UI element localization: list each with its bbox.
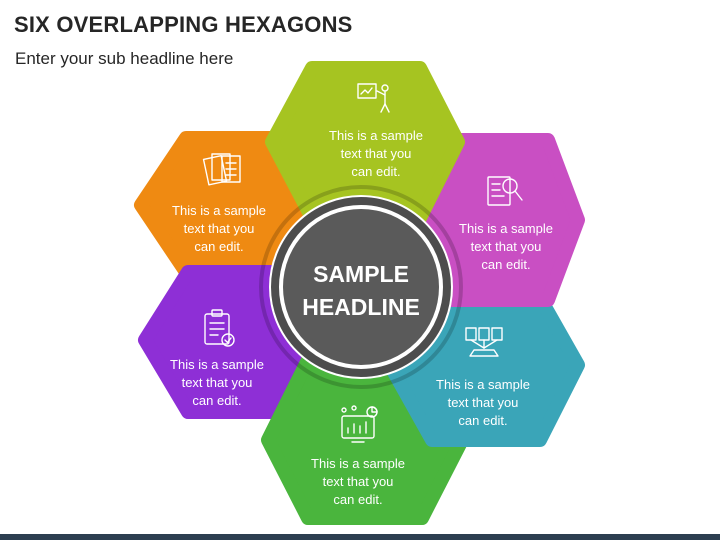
center-hub[interactable]: SAMPLE HEADLINE	[259, 185, 463, 389]
presentation-icon	[357, 83, 390, 113]
center-dark-ring	[271, 197, 451, 377]
segment-bottom-line2: text that you	[323, 474, 394, 489]
segment-bottom-line1: This is a sample	[311, 456, 405, 471]
segment-top-line1: This is a sample	[329, 128, 423, 143]
segment-lower-left-line2: text that you	[182, 375, 253, 390]
segment-upper-right-line2: text that you	[471, 239, 542, 254]
center-circle	[283, 209, 439, 365]
center-headline-line1: SAMPLE	[313, 261, 409, 287]
document-search-icon	[487, 176, 523, 206]
segment-lower-left-line3: can edit.	[192, 393, 241, 408]
page-subtitle: Enter your sub headline here	[15, 49, 234, 68]
segment-upper-left-line3: can edit.	[194, 239, 243, 254]
segment-lower-left-line1: This is a sample	[170, 357, 264, 372]
segment-lower-right-line1: This is a sample	[436, 377, 530, 392]
segment-lower-right-line2: text that you	[448, 395, 519, 410]
documents-list-icon	[202, 153, 241, 186]
segment-upper-right-line1: This is a sample	[459, 221, 553, 236]
clipboard-check-icon	[204, 309, 235, 347]
analytics-dashboard-icon	[341, 405, 378, 443]
segment-upper-left-line1: This is a sample	[172, 203, 266, 218]
center-outer-ring	[259, 185, 463, 389]
segment-bottom-line3: can edit.	[333, 492, 382, 507]
files-transfer-icon	[465, 327, 503, 357]
segment-upper-right-line3: can edit.	[481, 257, 530, 272]
bottom-bar	[0, 534, 720, 540]
center-headline-line2: HEADLINE	[302, 294, 420, 320]
page-title: SIX OVERLAPPING HEXAGONS	[14, 12, 353, 37]
segment-lower-right-line3: can edit.	[458, 413, 507, 428]
segment-upper-left-line2: text that you	[184, 221, 255, 236]
segment-top-line3: can edit.	[351, 164, 400, 179]
segment-top-line2: text that you	[341, 146, 412, 161]
